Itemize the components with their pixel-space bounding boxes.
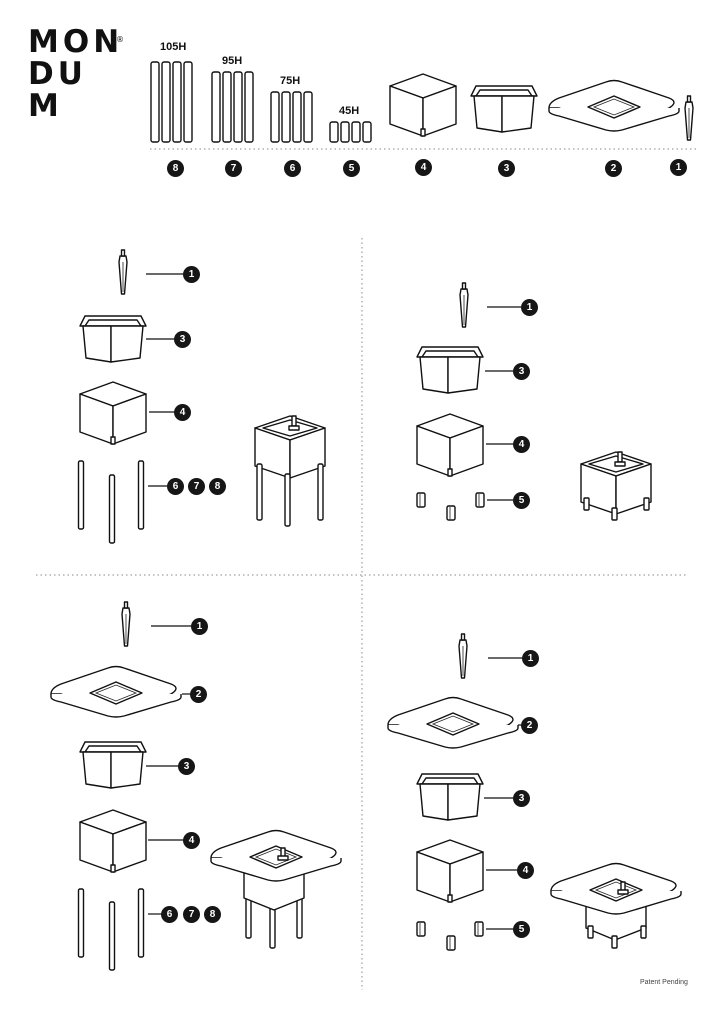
tr-badge: 1 [521,299,538,316]
part-tray [548,79,680,132]
tl-badge: 3 [174,331,191,348]
parts-legs-105h [150,61,193,143]
tl-badge: 6 [167,478,184,495]
tl-badge: 8 [209,478,226,495]
bl-badge: 6 [161,906,178,923]
part-number-badge: 5 [343,160,360,177]
tl-leg-c [137,460,145,530]
height-label-105h: 105H [160,41,187,53]
tr-badge: 5 [513,492,530,509]
bl-badge: 1 [191,618,208,635]
tr-foot-b [446,505,456,521]
parts-legs-95h [211,71,254,143]
bl-leg-b [108,901,116,971]
part-spike [684,95,694,141]
part-number-badge: 8 [167,160,184,177]
tl-leg-b [108,474,116,544]
tr-assembled-planter [580,451,652,521]
bl-tray [50,665,182,718]
br-badge: 4 [517,862,534,879]
part-number-badge: 1 [670,159,687,176]
tr-cube [416,413,484,477]
part-number-badge: 4 [415,159,432,176]
br-badge: 5 [513,921,530,938]
tr-pot [416,346,484,394]
bl-badge: 7 [183,906,200,923]
br-tray [387,696,519,749]
patent-pending-note: Patent Pending [640,979,688,986]
tl-assembled-planter [254,415,326,527]
bl-badge: 4 [183,832,200,849]
br-spike [458,633,468,679]
logo-row-3: M [28,88,63,124]
tl-badge: 7 [188,478,205,495]
part-number-badge: 2 [605,160,622,177]
bl-spike [121,601,131,647]
tl-leg-a [77,460,85,530]
tr-badge: 4 [513,436,530,453]
br-assembled-planter [550,862,682,949]
registered-mark: ® [116,35,124,44]
bl-assembled-planter [210,829,342,949]
part-outer-cube [389,73,457,137]
br-badge: 2 [521,717,538,734]
br-foot-b [446,935,456,951]
bl-leg-c [137,888,145,958]
bl-badge: 3 [178,758,195,775]
logo-row-1: MON [28,24,124,60]
height-label-75h: 75H [280,75,301,87]
br-badge: 1 [522,650,539,667]
br-badge: 3 [513,790,530,807]
tr-spike [459,282,469,328]
br-foot-a [416,921,426,937]
part-number-badge: 6 [284,160,301,177]
tl-badge: 4 [174,404,191,421]
tr-badge: 3 [513,363,530,380]
part-number-badge: 3 [498,160,515,177]
height-label-45h: 45H [339,105,360,117]
br-cube [416,839,484,903]
br-foot-c [474,921,484,937]
br-pot [416,773,484,821]
tl-badge: 1 [183,266,200,283]
bl-cube [79,809,147,873]
part-number-badge: 7 [225,160,242,177]
bl-leg-a [77,888,85,958]
parts-legs-75h [270,91,313,143]
tl-pot [79,315,147,363]
parts-feet-45h [329,121,372,143]
tr-foot-a [416,492,426,508]
logo-row-2: DU [28,56,87,92]
mondum-logo: MON DU M ® [28,26,138,122]
height-label-95h: 95H [222,55,243,67]
tl-spike [118,249,128,295]
part-inner-pot [470,85,538,133]
bl-pot [79,741,147,789]
tl-cube [79,381,147,445]
bl-badge: 2 [190,686,207,703]
tr-foot-c [475,492,485,508]
bl-badge: 8 [204,906,221,923]
